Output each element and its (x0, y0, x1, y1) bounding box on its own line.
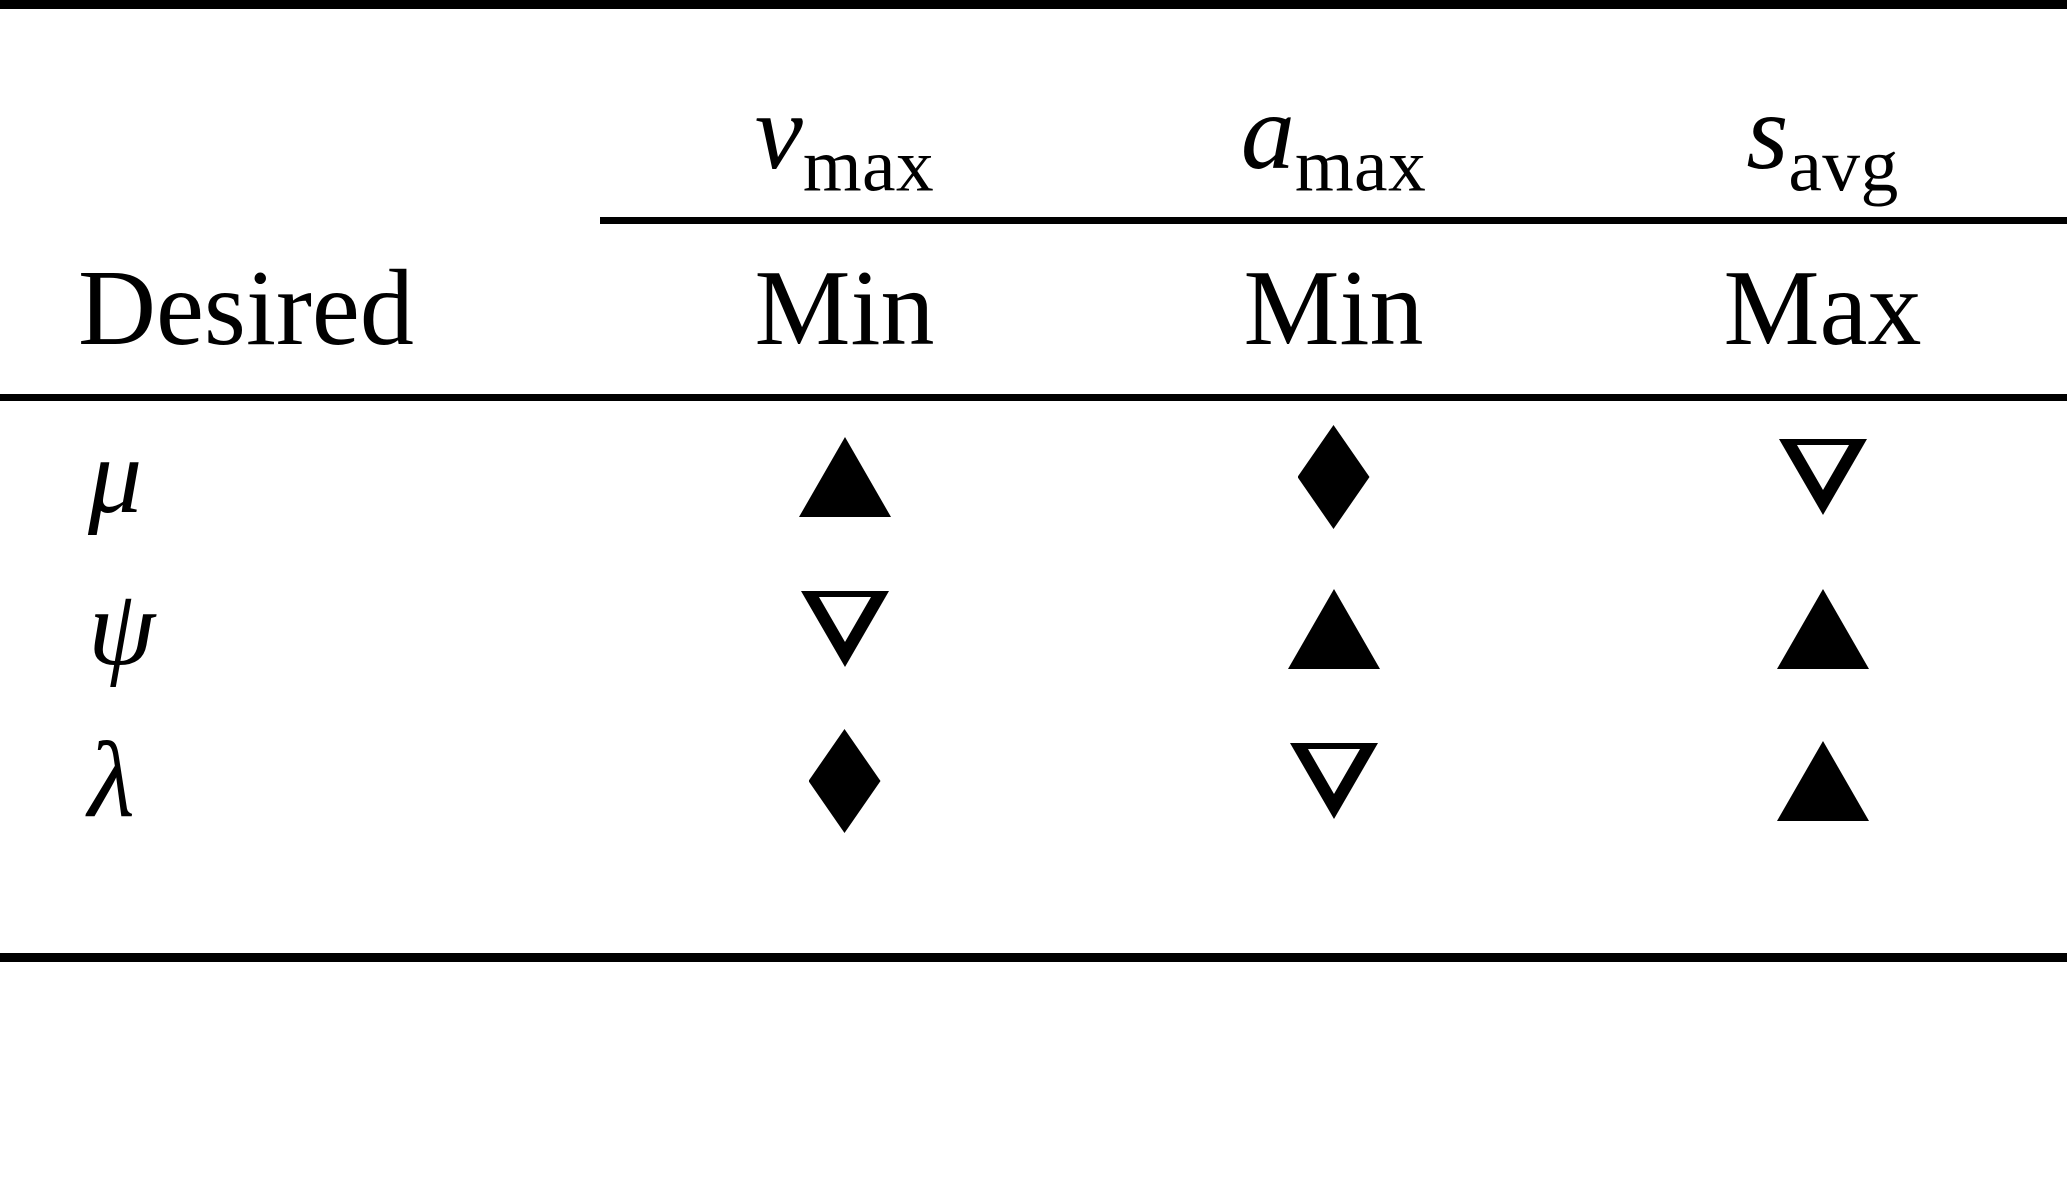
triangle-down-hollow-icon (1778, 439, 1867, 515)
bottom-spacer (0, 857, 2067, 958)
header-objective-a-max: Min (1243, 249, 1424, 368)
header-s-avg-var: s (1746, 73, 1789, 193)
header-v-max-sub: max (802, 125, 935, 209)
triangle-up-filled-icon (1776, 741, 1869, 821)
cell-mu-a-max (1089, 401, 1578, 553)
triangle-up-filled-icon (1776, 589, 1869, 669)
row-label-lambda: λ (88, 721, 135, 840)
diamond-filled-icon (808, 729, 881, 833)
header-corner-blank (0, 67, 600, 221)
header-top-spacer (0, 9, 2067, 67)
cell-mu-s-avg (1578, 401, 2067, 553)
cmid-rule (0, 217, 2067, 227)
table-row: μ (0, 401, 2067, 553)
cell-psi-v-max (600, 553, 1089, 705)
triangle-up-filled-icon (1287, 589, 1380, 669)
cell-lambda-a-max (1089, 705, 1578, 857)
comparison-table: vmax amax savg Desired Min Min Max (0, 0, 2067, 966)
cell-psi-a-max (1089, 553, 1578, 705)
header-a-max: amax (1089, 67, 1578, 221)
table-row: λ (0, 705, 2067, 857)
header-a-max-var: a (1240, 73, 1295, 193)
header-desired: Desired (78, 249, 414, 368)
header-row-objectives: Desired Min Min Max (0, 224, 2067, 398)
header-row-variables: vmax amax savg (0, 67, 2067, 221)
header-a-max-sub: max (1294, 125, 1427, 209)
row-label-mu: μ (88, 417, 143, 536)
mid-rule (0, 394, 2067, 404)
cell-lambda-s-avg (1578, 705, 2067, 857)
cell-psi-s-avg (1578, 553, 2067, 705)
cmid-rule-line (600, 217, 2067, 227)
top-rule (0, 0, 2067, 13)
header-objective-s-avg: Max (1723, 249, 1922, 368)
header-v-max-var: v (754, 73, 803, 193)
diamond-filled-icon (1297, 425, 1370, 529)
header-v-max: vmax (600, 67, 1089, 221)
header-s-avg-sub: avg (1788, 125, 1899, 209)
triangle-down-hollow-icon (1289, 743, 1378, 819)
triangle-down-hollow-icon (800, 591, 889, 667)
header-objective-v-max: Min (754, 249, 935, 368)
row-label-psi: ψ (88, 569, 156, 688)
header-s-avg: savg (1578, 67, 2067, 221)
table-row: ψ (0, 553, 2067, 705)
cell-lambda-v-max (600, 705, 1089, 857)
bottom-rule (0, 953, 2067, 966)
cell-mu-v-max (600, 401, 1089, 553)
triangle-up-filled-icon (798, 437, 891, 517)
